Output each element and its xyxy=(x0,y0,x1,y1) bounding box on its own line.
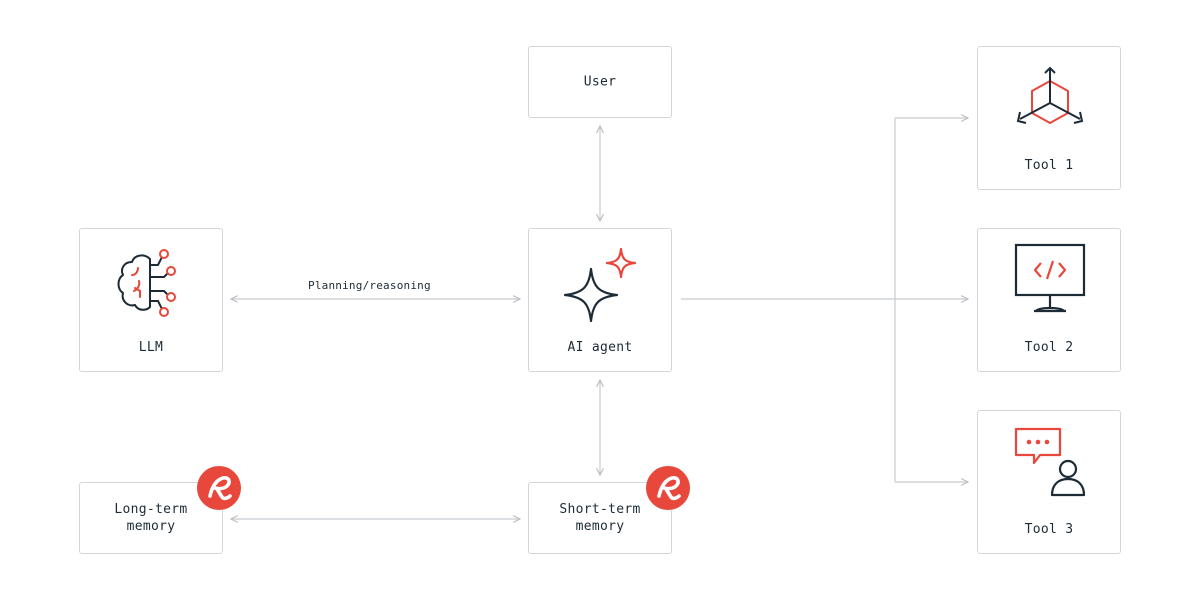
tool-1-label: Tool 1 xyxy=(1024,158,1074,173)
monitor-code-icon xyxy=(1014,243,1086,313)
edge-label-planning: Planning/reasoning xyxy=(308,279,431,292)
sparkle-icon xyxy=(563,247,637,323)
tool-3-label: Tool 3 xyxy=(1024,522,1074,537)
tool-2-node[interactable]: Tool 2 xyxy=(977,228,1121,372)
ai-agent-label: AI agent xyxy=(567,340,633,355)
cube-axes-icon xyxy=(1016,66,1084,124)
llm-label: LLM xyxy=(138,340,164,355)
tool-2-label: Tool 2 xyxy=(1024,340,1074,355)
user-node[interactable]: User xyxy=(528,46,672,118)
user-label: User xyxy=(583,74,617,90)
brain-network-icon xyxy=(117,249,176,317)
redis-logo-icon xyxy=(646,466,690,510)
chat-user-icon xyxy=(1014,427,1086,497)
llm-node[interactable]: LLM xyxy=(79,228,223,372)
tool-1-node[interactable]: Tool 1 xyxy=(977,46,1121,190)
redis-logo-icon xyxy=(197,466,241,510)
tool-3-node[interactable]: Tool 3 xyxy=(977,410,1121,554)
long-term-memory-label: Long-term memory xyxy=(114,502,188,534)
short-term-memory-label: Short-term memory xyxy=(559,502,641,534)
ai-agent-node[interactable]: AI agent xyxy=(528,228,672,372)
